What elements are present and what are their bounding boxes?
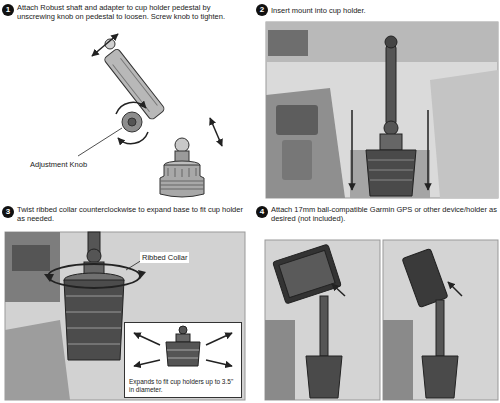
callout-number: 3 [2,206,14,218]
callout-number: 2 [256,4,268,16]
device-photos [265,240,498,400]
instruction-text: Attach Robust shaft and adapter to cup h… [17,3,247,21]
instruction-text: Attach 17mm ball-compatible Garmin GPS o… [271,205,497,223]
console-photo [266,22,498,198]
step-circle [2,4,268,218]
instruction-text: Twist ribbed collar counterclockwise to … [17,205,247,223]
instruction-text: Insert mount into cup holder. [271,6,496,15]
collar-photo [5,232,245,400]
callout-number: 1 [2,4,14,16]
note-text: Expands to fit cup holders up to 3.5" in… [129,378,237,394]
inset-box: Expands to fit cup holders up to 3.5" in… [124,322,242,398]
part-label: Ribbed Collar [140,252,189,263]
mount-drawing [78,34,222,197]
part-label: Adjustment Knob [28,159,89,170]
callout-number: 4 [256,206,268,218]
inset-drawing [125,323,241,397]
